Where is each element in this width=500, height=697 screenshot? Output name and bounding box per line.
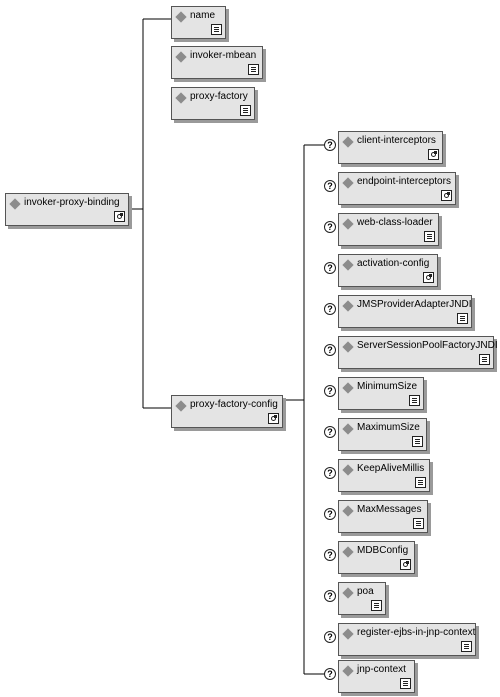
node-label: register-ejbs-in-jnp-context [357, 627, 476, 638]
optional-marker-icon: ? [324, 344, 336, 356]
node-maximum-size[interactable]: MaximumSize [338, 418, 427, 451]
optional-marker-icon: ? [324, 221, 336, 233]
node-server-session-pool-factory-jndi[interactable]: ServerSessionPoolFactoryJNDI [338, 336, 498, 369]
node-max-messages[interactable]: MaxMessages [338, 500, 428, 533]
element-diamond-icon [175, 92, 187, 104]
simple-type-icon [461, 641, 472, 652]
optional-marker-icon: ? [324, 549, 336, 561]
simple-type-icon [412, 436, 423, 447]
element-diamond-icon [342, 341, 354, 353]
node-proxy-factory-config[interactable]: proxy-factory-config [171, 395, 283, 428]
node-jnp-context[interactable]: jnp-context [338, 660, 415, 693]
node-label: name [190, 10, 216, 21]
node-label: KeepAliveMillis [357, 463, 425, 474]
node-label: invoker-mbean [190, 50, 257, 61]
node-endpoint-interceptors[interactable]: endpoint-interceptors [338, 172, 456, 205]
complex-type-icon [423, 272, 434, 283]
node-label: JMSProviderAdapterJNDI [357, 299, 472, 310]
node-invoker-proxy-binding[interactable]: invoker-proxy-binding [5, 193, 129, 226]
node-minimum-size[interactable]: MinimumSize [338, 377, 424, 410]
element-diamond-icon [342, 587, 354, 599]
simple-type-icon [211, 24, 222, 35]
node-label: proxy-factory-config [190, 399, 278, 410]
element-diamond-icon [342, 136, 354, 148]
node-label: invoker-proxy-binding [24, 197, 120, 208]
node-label: ServerSessionPoolFactoryJNDI [357, 340, 498, 351]
element-diamond-icon [342, 464, 354, 476]
complex-type-icon [268, 413, 279, 424]
element-diamond-icon [342, 218, 354, 230]
complex-type-icon [400, 559, 411, 570]
element-diamond-icon [175, 11, 187, 23]
node-label: MinimumSize [357, 381, 418, 392]
simple-type-icon [479, 354, 490, 365]
element-diamond-icon [342, 300, 354, 312]
node-label: activation-config [357, 258, 430, 269]
node-proxy-factory[interactable]: proxy-factory [171, 87, 255, 120]
node-label: endpoint-interceptors [357, 176, 451, 187]
element-diamond-icon [342, 177, 354, 189]
element-diamond-icon [9, 198, 21, 210]
element-diamond-icon [342, 382, 354, 394]
node-label: web-class-loader [357, 217, 433, 228]
simple-type-icon [409, 395, 420, 406]
element-diamond-icon [175, 400, 187, 412]
complex-type-icon [114, 211, 125, 222]
node-label: MDBConfig [357, 545, 409, 556]
node-label: proxy-factory [190, 91, 248, 102]
simple-type-icon [415, 477, 426, 488]
element-diamond-icon [342, 546, 354, 558]
simple-type-icon [413, 518, 424, 529]
node-name[interactable]: name [171, 6, 226, 39]
element-diamond-icon [342, 423, 354, 435]
optional-marker-icon: ? [324, 426, 336, 438]
optional-marker-icon: ? [324, 180, 336, 192]
complex-type-icon [428, 149, 439, 160]
node-label: client-interceptors [357, 135, 436, 146]
element-diamond-icon [342, 505, 354, 517]
simple-type-icon [457, 313, 468, 324]
element-diamond-icon [342, 665, 354, 677]
optional-marker-icon: ? [324, 385, 336, 397]
node-keep-alive-millis[interactable]: KeepAliveMillis [338, 459, 430, 492]
node-register-ejbs-in-jnp-context[interactable]: register-ejbs-in-jnp-context [338, 623, 476, 656]
node-activation-config[interactable]: activation-config [338, 254, 438, 287]
node-mdb-config[interactable]: MDBConfig [338, 541, 415, 574]
simple-type-icon [248, 64, 259, 75]
node-invoker-mbean[interactable]: invoker-mbean [171, 46, 263, 79]
optional-marker-icon: ? [324, 262, 336, 274]
node-label: MaximumSize [357, 422, 420, 433]
optional-marker-icon: ? [324, 508, 336, 520]
simple-type-icon [400, 678, 411, 689]
optional-marker-icon: ? [324, 467, 336, 479]
node-label: jnp-context [357, 664, 406, 675]
element-diamond-icon [342, 628, 354, 640]
element-diamond-icon [175, 51, 187, 63]
optional-marker-icon: ? [324, 139, 336, 151]
node-web-class-loader[interactable]: web-class-loader [338, 213, 439, 246]
optional-marker-icon: ? [324, 303, 336, 315]
optional-marker-icon: ? [324, 668, 336, 680]
simple-type-icon [424, 231, 435, 242]
node-jms-provider-adapter-jndi[interactable]: JMSProviderAdapterJNDI [338, 295, 472, 328]
node-label: MaxMessages [357, 504, 422, 515]
node-poa[interactable]: poa [338, 582, 386, 615]
simple-type-icon [240, 105, 251, 116]
optional-marker-icon: ? [324, 590, 336, 602]
element-diamond-icon [342, 259, 354, 271]
node-label: poa [357, 586, 374, 597]
complex-type-icon [441, 190, 452, 201]
node-client-interceptors[interactable]: client-interceptors [338, 131, 443, 164]
optional-marker-icon: ? [324, 631, 336, 643]
simple-type-icon [371, 600, 382, 611]
